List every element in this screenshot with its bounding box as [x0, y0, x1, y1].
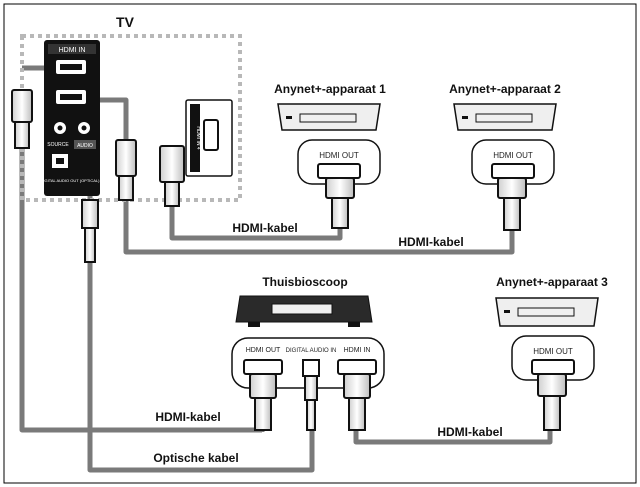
plug-tv-optical	[81, 199, 99, 229]
theater-hdmi-in-port	[337, 359, 377, 375]
plug-tv-side	[159, 145, 185, 183]
cable-label-hdmi-a2: HDMI-kabel	[398, 235, 463, 249]
anynet1-port-label: HDMI OUT	[319, 151, 359, 160]
anynet2-label: Anynet+-apparaat 2	[449, 82, 561, 96]
anynet3-label: Anynet+-apparaat 3	[496, 275, 608, 289]
cable-tv-anynet1	[169, 205, 343, 241]
theater-hdmi-out-port	[243, 359, 283, 375]
plug-theater-in	[343, 373, 371, 399]
cable-tv-anynet2	[123, 200, 515, 255]
plug-tv-hdmi1	[11, 89, 33, 123]
anynet1-hdmi-port	[317, 163, 361, 179]
tv-side-hdmi-port	[203, 119, 219, 151]
tv-hdmi-in-band	[48, 44, 96, 54]
tv-audio-label: AUDIO	[77, 143, 93, 149]
plug-anynet3	[537, 373, 567, 397]
theater-audio-label: DIGITAL AUDIO IN	[286, 348, 337, 354]
anynet2-hdmi-port	[491, 163, 535, 179]
cable-tv-hdmi2-stub	[100, 97, 129, 140]
cable-theater-anynet3	[353, 430, 553, 445]
plug-anynet2	[497, 177, 527, 199]
anynet1-device	[277, 103, 381, 131]
anynet3-device	[495, 297, 599, 327]
theater-out-label: HDMI OUT	[246, 347, 281, 354]
anynet2-port-label: HDMI OUT	[493, 151, 533, 160]
frame-border	[3, 3, 637, 484]
plug-tv-hdmi2	[115, 139, 137, 177]
cable-optical	[87, 262, 315, 473]
theater-label: Thuisbioscoop	[262, 275, 347, 289]
anynet3-port-label: HDMI OUT	[533, 347, 573, 356]
theater-optical-port	[302, 359, 320, 377]
tv-source-label: SOURCE	[47, 142, 69, 148]
cable-label-hdmi-theater: HDMI-kabel	[155, 410, 220, 424]
tv-label: TV	[116, 14, 135, 30]
plug-theater-optical	[304, 375, 318, 401]
theater-in-label: HDMI IN	[344, 347, 371, 354]
cable-label-hdmi-a1: HDMI-kabel	[232, 221, 297, 235]
anynet3-hdmi-port	[531, 359, 575, 375]
cable-label-optical: Optische kabel	[153, 451, 238, 465]
cable-label-hdmi-a3: HDMI-kabel	[437, 425, 502, 439]
anynet1-label: Anynet+-apparaat 1	[274, 82, 386, 96]
plug-theater-out	[249, 373, 277, 399]
tv-side-hdmi-label: HDMI IN 4	[195, 126, 201, 150]
tv-digital-audio-label: DIGITAL AUDIO OUT (OPTICAL)	[40, 178, 100, 183]
plug-anynet1	[325, 177, 355, 199]
anynet2-device	[453, 103, 557, 131]
tv-hdmi-in-label: HDMI IN	[59, 47, 86, 54]
